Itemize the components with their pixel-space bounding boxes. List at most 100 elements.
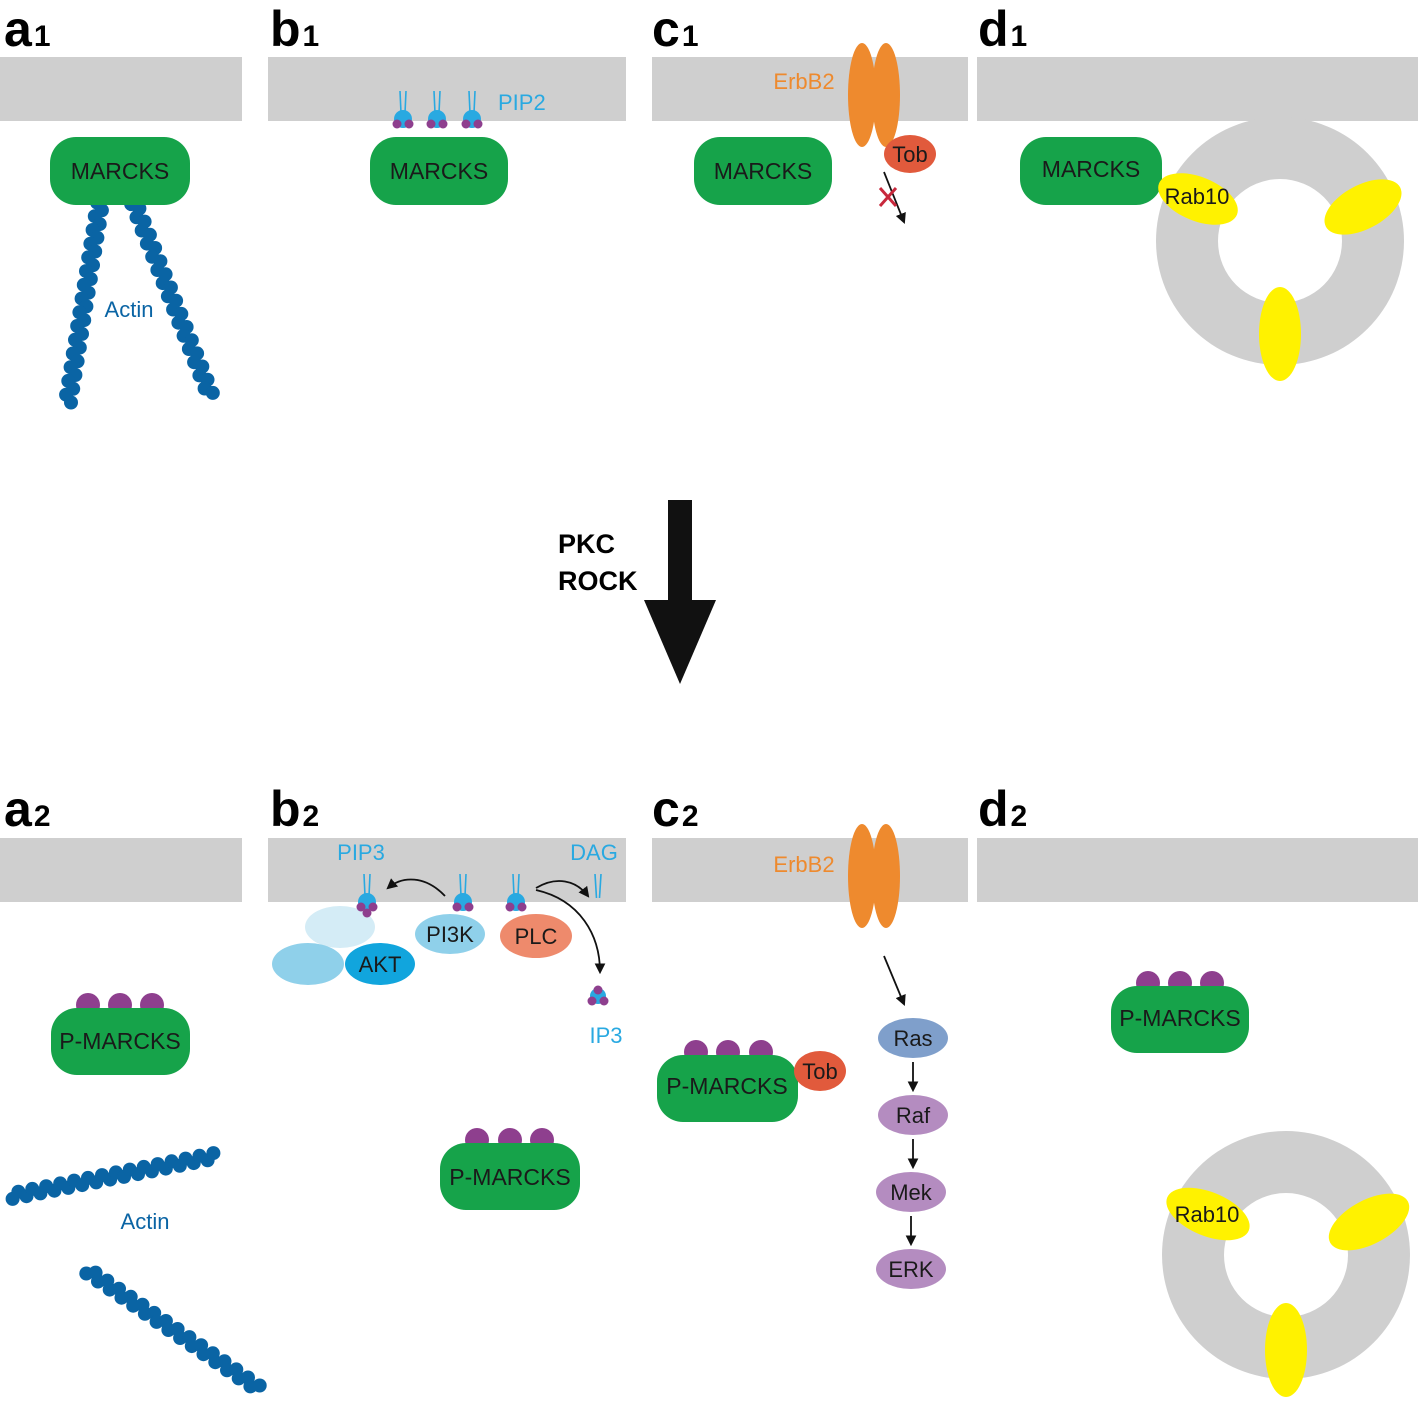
svg-text:Tob: Tob	[802, 1059, 837, 1084]
membrane-c2	[652, 838, 968, 902]
panel-label-b1: b1	[270, 1, 319, 57]
raf: Raf	[878, 1095, 948, 1135]
pip2-lipid	[392, 90, 414, 129]
svg-text:c1: c1	[652, 1, 699, 57]
rock-label: ROCK	[558, 566, 638, 596]
rab10-d2: Rab10	[1166, 1187, 1410, 1397]
svg-text:MARCKS: MARCKS	[71, 158, 169, 184]
pip2-lipids-b1	[392, 90, 483, 129]
plc: PLC	[500, 914, 572, 958]
panel-label-c1: c1	[652, 1, 699, 57]
p-marcks-d2: P-MARCKS	[1111, 971, 1249, 1053]
svg-text:Rab10: Rab10	[1175, 1202, 1240, 1227]
svg-text:P-MARCKS: P-MARCKS	[666, 1073, 787, 1099]
actin-bead	[64, 395, 78, 410]
vesicle-d1	[1156, 117, 1404, 365]
membrane-a1	[0, 57, 242, 121]
blocked-signal-arrow-c1	[883, 171, 906, 225]
marcks-d1: MARCKS	[1020, 137, 1162, 205]
svg-text:PLC: PLC	[515, 924, 558, 949]
pip3-lipid	[356, 873, 378, 918]
pip3-label: PIP3	[337, 840, 385, 865]
panel-label-c2: c2	[652, 781, 699, 837]
panel-label-a2: a2	[4, 781, 51, 837]
pip2-label: PIP2	[498, 90, 546, 115]
svg-text:P-MARCKS: P-MARCKS	[1119, 1005, 1240, 1031]
actin-label-a1: Actin	[105, 297, 154, 322]
pip2-lipid	[505, 873, 527, 912]
tob-c2: Tob	[794, 1051, 846, 1091]
svg-text:MARCKS: MARCKS	[1042, 156, 1140, 182]
svg-text:PI3K: PI3K	[426, 922, 474, 947]
svg-text:MARCKS: MARCKS	[714, 158, 812, 184]
svg-text:AKT: AKT	[359, 952, 402, 977]
actin-bead	[205, 385, 220, 400]
membrane-b2	[268, 838, 626, 902]
panel-label-a1: a1	[4, 1, 51, 57]
p-marcks-c2: P-MARCKS	[657, 1040, 798, 1122]
actin-filaments-a1	[59, 195, 220, 410]
svg-text:d1: d1	[978, 1, 1027, 57]
akt-complex: AKT	[272, 906, 415, 985]
membrane-a2	[0, 838, 242, 902]
erbb2-to-ras-arrow	[883, 955, 906, 1006]
rab10-d1: Rab10	[1158, 173, 1402, 381]
svg-text:b1: b1	[270, 1, 319, 57]
phosphorylation-arrow	[644, 500, 716, 684]
marcks-c1: MARCKS	[694, 137, 832, 205]
pip2-lipid	[461, 90, 483, 129]
pkc-label: PKC	[558, 529, 615, 559]
svg-text:P-MARCKS: P-MARCKS	[59, 1028, 180, 1054]
tob-c1: Tob	[884, 135, 936, 173]
marcks-b1: MARCKS	[370, 137, 508, 205]
p-marcks-b2: P-MARCKS	[440, 1128, 580, 1210]
actin-label-a2: Actin	[121, 1209, 170, 1234]
svg-text:Mek: Mek	[890, 1180, 933, 1205]
p-marcks-a2: P-MARCKS	[51, 993, 190, 1075]
vesicle-d2	[1162, 1131, 1410, 1379]
panel-label-d1: d1	[978, 1, 1027, 57]
ip3-arrow	[535, 889, 606, 975]
pi3k: PI3K	[415, 914, 485, 954]
svg-text:d2: d2	[978, 781, 1027, 837]
dag-lipid-tails	[594, 873, 602, 899]
erbb2-label-c2: ErbB2	[773, 852, 834, 877]
pi3k-conversion-arrow	[386, 878, 446, 897]
ip3-molecule	[587, 985, 609, 1006]
marcks-a1: MARCKS	[50, 137, 190, 205]
erk: ERK	[876, 1249, 946, 1289]
dag-arrow	[535, 880, 590, 898]
membrane-d2	[977, 838, 1418, 902]
svg-text:Tob: Tob	[892, 142, 927, 167]
svg-text:ERK: ERK	[888, 1257, 934, 1282]
svg-text:a2: a2	[4, 781, 51, 837]
inhibition-x-icon	[878, 187, 898, 207]
erbb2-label-c1: ErbB2	[773, 69, 834, 94]
svg-text:Ras: Ras	[893, 1026, 932, 1051]
phospholipids-b2	[356, 873, 609, 1006]
svg-text:MARCKS: MARCKS	[390, 158, 488, 184]
dag-label: DAG	[570, 840, 618, 865]
svg-text:Raf: Raf	[896, 1103, 931, 1128]
membrane-d1	[977, 57, 1418, 121]
panel-label-d2: d2	[978, 781, 1027, 837]
actin-bead	[252, 1378, 267, 1393]
actin-bead	[206, 1146, 221, 1161]
pip2-lipid	[426, 90, 448, 129]
svg-text:Rab10: Rab10	[1165, 184, 1230, 209]
erbb2-receptor-c2	[848, 824, 900, 928]
panel-label-b2: b2	[270, 781, 319, 837]
actin-filaments-a2	[5, 1146, 267, 1394]
svg-text:a1: a1	[4, 1, 51, 57]
svg-text:b2: b2	[270, 781, 319, 837]
ip3-label: IP3	[589, 1023, 622, 1048]
membrane-c1	[652, 57, 968, 121]
svg-text:c2: c2	[652, 781, 699, 837]
svg-text:P-MARCKS: P-MARCKS	[449, 1164, 570, 1190]
pip2-lipid	[452, 873, 474, 912]
mek: Mek	[876, 1172, 946, 1212]
erbb2-receptor-c1	[848, 43, 900, 147]
ras: Ras	[878, 1018, 948, 1058]
membrane-b1	[268, 57, 626, 121]
